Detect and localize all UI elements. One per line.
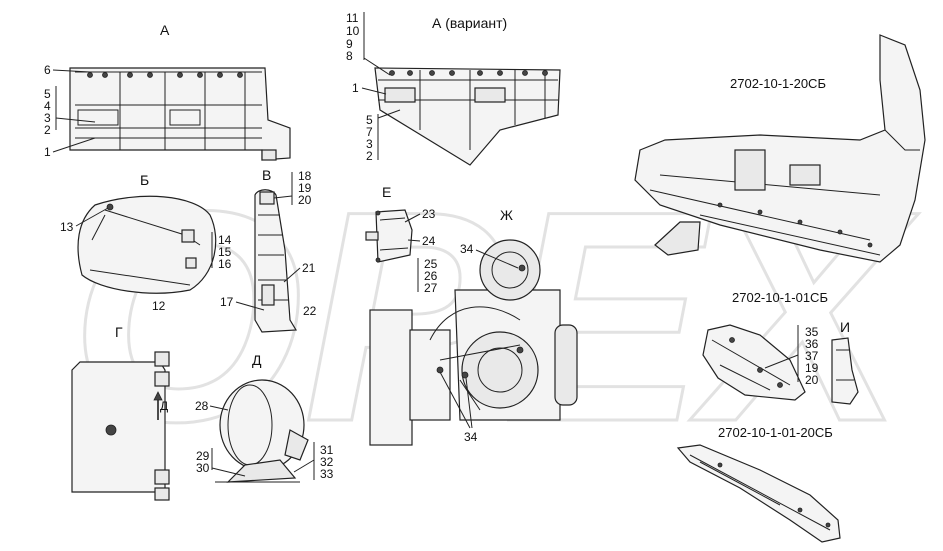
view-b-callouts: 13 14 15 16 12 (60, 207, 232, 313)
callout-31: 31 (320, 443, 334, 457)
callout-18: 18 (298, 169, 312, 183)
view-v-title: В (262, 167, 271, 183)
callout-27: 27 (424, 281, 438, 295)
callout-29: 29 (196, 449, 210, 463)
callout-3: 3 (44, 111, 51, 125)
callout-34-bottom: 34 (464, 430, 478, 444)
sub1-drawing (702, 324, 806, 401)
callout-2: 2 (44, 123, 51, 137)
callout-25: 25 (424, 257, 438, 271)
sub1-callouts: 35 36 37 19 20 (764, 325, 819, 387)
callout-5: 5 (44, 87, 51, 101)
view-a-drawing (69, 67, 291, 161)
callout-23: 23 (422, 207, 436, 221)
view-v-callouts: 18 19 20 21 17 22 (220, 169, 317, 318)
callout-19: 19 (298, 181, 312, 195)
callout-variant-2: 2 (366, 149, 373, 163)
callout-21: 21 (302, 261, 316, 275)
sub2-drawing (676, 444, 841, 543)
view-a-title: А (160, 22, 170, 38)
view-d-callouts: 28 29 30 31 32 33 (195, 399, 334, 481)
code-sub1: 2702-10-1-01СБ (732, 290, 828, 305)
callout-14: 14 (218, 233, 232, 247)
callout-22: 22 (303, 304, 317, 318)
view-e-callouts: 23 24 25 26 27 (404, 207, 438, 295)
callout-i-19: 19 (805, 361, 819, 375)
view-e-drawing (365, 209, 413, 263)
callout-20: 20 (298, 193, 312, 207)
callout-36: 36 (805, 337, 819, 351)
callout-1: 1 (44, 145, 51, 159)
view-g-arrow-label: Д (160, 399, 168, 413)
callout-i-20: 20 (805, 373, 819, 387)
callout-33: 33 (320, 467, 334, 481)
view-zh-title: Ж (500, 207, 513, 223)
callout-35: 35 (805, 325, 819, 339)
callout-9: 9 (346, 37, 353, 51)
callout-26: 26 (424, 269, 438, 283)
callout-15: 15 (218, 245, 232, 259)
view-i-drawing (831, 337, 859, 405)
callout-17: 17 (220, 295, 234, 309)
callout-8: 8 (346, 49, 353, 63)
callout-4: 4 (44, 99, 51, 113)
code-sub2: 2702-10-1-01-20СБ (718, 425, 833, 440)
callout-variant-3: 3 (366, 137, 373, 151)
view-b-title: Б (140, 172, 149, 188)
view-a-variant-title: А (вариант) (432, 15, 507, 31)
view-a-variant-drawing (374, 67, 561, 166)
view-i-title: И (840, 319, 850, 335)
callout-24: 24 (422, 234, 436, 248)
callout-32: 32 (320, 455, 334, 469)
view-a-callouts: 6 5 4 3 2 1 (44, 63, 96, 159)
view-d-drawing (215, 379, 309, 483)
callout-6: 6 (44, 63, 51, 77)
callout-11: 11 (346, 11, 359, 25)
view-e-title: Е (382, 184, 391, 200)
callout-10: 10 (346, 24, 360, 38)
view-zh-callouts: 34 34 (439, 242, 519, 444)
view-b-drawing (77, 195, 217, 294)
callout-34-top: 34 (460, 242, 474, 256)
code-main: 2702-10-1-20СБ (730, 76, 826, 91)
view-a-variant-callouts: 11 10 9 8 1 5 7 3 2 (346, 11, 401, 163)
callout-28: 28 (195, 399, 209, 413)
view-g-drawing (71, 351, 170, 501)
view-g-title: Г (115, 324, 123, 340)
callout-variant-5: 5 (366, 113, 373, 127)
view-d-title: Д (252, 352, 262, 368)
callout-12: 12 (152, 299, 166, 313)
callout-variant-7: 7 (366, 125, 373, 139)
seat-assembly-drawing (634, 34, 926, 263)
callout-16: 16 (218, 257, 232, 271)
view-zh-drawing (369, 239, 578, 446)
callout-variant-1: 1 (352, 81, 359, 95)
view-v-drawing (254, 189, 298, 333)
callout-30: 30 (196, 461, 210, 475)
callout-13: 13 (60, 220, 74, 234)
callout-37: 37 (805, 349, 819, 363)
